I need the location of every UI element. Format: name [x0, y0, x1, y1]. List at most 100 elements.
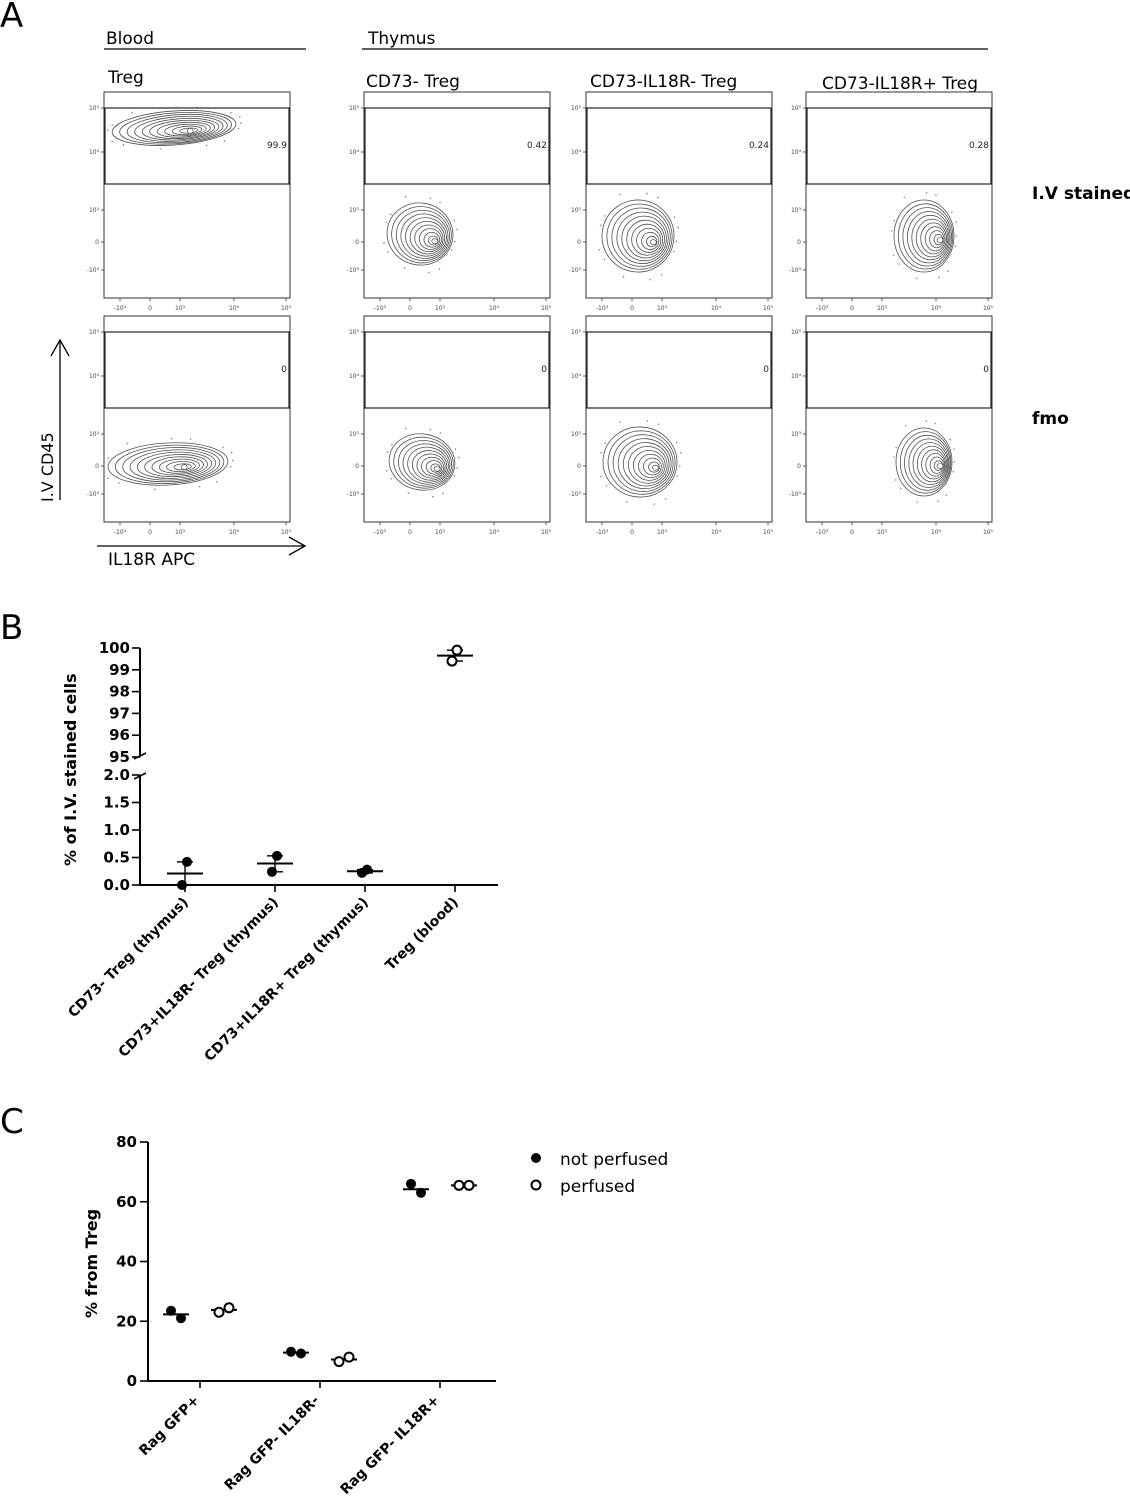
y-tick-label: 1.0: [103, 821, 130, 839]
outlier-dot: [118, 482, 120, 484]
gate-value: 0.42: [527, 141, 547, 151]
data-point-filled: [406, 1178, 416, 1189]
outlier-dot: [229, 112, 232, 114]
outlier-dot: [454, 240, 456, 243]
outlier-dot: [230, 451, 233, 454]
group-label-thymus: Thymus: [368, 29, 436, 49]
x-tick-label: 0: [850, 529, 854, 536]
row-label-iv-stained: I.V stained: [1032, 184, 1130, 204]
x-tick-label: -10³: [114, 305, 127, 312]
outlier-dot: [945, 494, 948, 496]
x-tick-label: Treg (blood): [382, 895, 461, 974]
contour-line: [418, 228, 442, 250]
contour-line: [173, 463, 192, 471]
y-axis-arrow: [50, 338, 70, 500]
contour-line: [621, 215, 667, 262]
outlier-dot: [600, 451, 602, 454]
legend-marker-filled: [531, 1153, 541, 1163]
outlier-dot: [680, 451, 682, 454]
column-title-cd73-treg: CD73- Treg: [366, 72, 460, 92]
x-tick-label: -10³: [816, 305, 829, 312]
x-tick-label: 10⁴: [931, 529, 942, 536]
y-tick-label: 10³: [571, 431, 582, 438]
outlier-dot: [935, 194, 937, 196]
x-tick-label: 10³: [175, 529, 186, 536]
outlier-dot: [598, 248, 601, 251]
y-tick-label: 10⁵: [791, 105, 802, 112]
gate-value: 0.24: [749, 141, 769, 151]
contour-peak: [180, 464, 188, 470]
legend-label-perfused: perfused: [560, 1177, 635, 1197]
y-tick-label: 60: [116, 1193, 137, 1211]
contour-line: [648, 461, 660, 473]
y-tick-label: 1.5: [103, 794, 130, 812]
outlier-dot: [240, 122, 242, 125]
y-tick-label: 0: [355, 239, 359, 246]
contour-plot: [891, 192, 958, 280]
contour-line: [915, 218, 949, 258]
outlier-dot: [405, 427, 407, 430]
y-tick-label: 10⁴: [89, 373, 100, 380]
contour-line: [907, 211, 951, 264]
y-tick-label: 10⁵: [89, 105, 100, 112]
contour-line: [897, 203, 954, 270]
contour-line: [395, 209, 450, 262]
gate-value: 0.28: [969, 141, 989, 151]
column-title-cd73-il18r-neg-treg: CD73-IL18R- Treg: [590, 72, 738, 92]
outlier-dot: [239, 115, 241, 118]
contour-line: [916, 445, 948, 483]
gate-rectangle: [364, 107, 550, 185]
y-tick-label: 10⁴: [791, 149, 802, 156]
outlier-dot: [891, 230, 893, 232]
data-point-open: [453, 1179, 465, 1191]
contour-line: [386, 202, 454, 266]
contour-line: [156, 121, 211, 138]
contour-line: [904, 434, 951, 491]
data-point-filled: [272, 850, 282, 861]
legend-label-not-perfused: not perfused: [560, 1150, 668, 1170]
outlier-dot: [675, 240, 678, 243]
contour-line: [631, 223, 664, 256]
contour-line: [920, 222, 947, 255]
contour-plot: [893, 420, 955, 503]
contour-line: [405, 217, 447, 257]
contour-line: [633, 449, 666, 481]
contour-line: [114, 444, 225, 484]
x-tick-label: 10³: [435, 529, 446, 536]
gate-rectangle: [104, 107, 290, 185]
outlier-dot: [107, 457, 109, 459]
outlier-dot: [222, 446, 224, 449]
y-tick-label: 10⁵: [349, 105, 360, 112]
y-tick-label: 0: [797, 463, 801, 470]
x-tick-label: 10⁴: [711, 305, 722, 312]
x-tick-label: 10⁴: [711, 529, 722, 536]
contour-line: [601, 199, 675, 273]
column-title-cd73-il18r-pos-treg: CD73-IL18R+ Treg: [822, 74, 979, 94]
outlier-dot: [111, 124, 113, 126]
data-point-open: [223, 1302, 235, 1314]
data-point-filled: [176, 1313, 186, 1324]
x-tick-label: 0: [408, 305, 412, 312]
x-tick-label: 0: [630, 305, 634, 312]
contour-line: [149, 119, 216, 140]
x-tick-label: Rag GFP- IL18R-: [222, 1392, 323, 1493]
contour-line: [400, 213, 449, 259]
outlier-dot: [626, 501, 628, 503]
outlier-dot: [916, 501, 918, 503]
y-tick-label: 97: [109, 704, 130, 722]
y-tick-label: -10³: [87, 267, 100, 274]
data-point-open: [333, 1356, 345, 1368]
legend-marker-open: [530, 1179, 542, 1191]
outlier-dot: [660, 274, 663, 276]
outlier-dot: [646, 419, 649, 422]
outlier-dot: [894, 479, 897, 481]
panel-a-x-axis-label: IL18R APC: [108, 550, 196, 570]
y-tick-label: 10⁴: [571, 373, 582, 380]
contour-line: [641, 231, 660, 250]
contour-line: [409, 220, 446, 255]
contour-line: [902, 207, 952, 267]
